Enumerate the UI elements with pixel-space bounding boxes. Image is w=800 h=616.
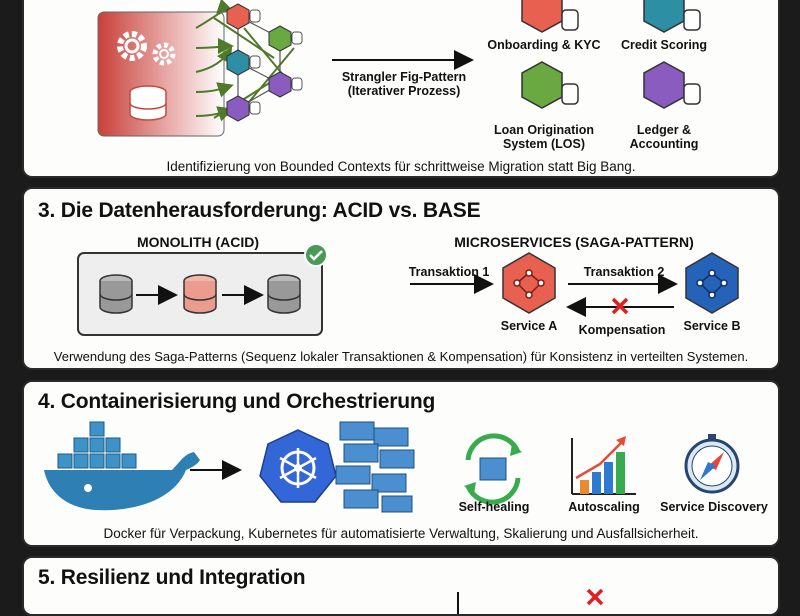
hex-green (268, 25, 292, 52)
db-gray-2-icon (267, 274, 301, 314)
container-stack-icon (335, 421, 415, 513)
compensation-x-icon (611, 297, 629, 315)
monolith-acid-label: MONOLITH (ACID) (136, 234, 260, 250)
check-icon (304, 243, 328, 267)
self-healing-label: Self-healing (458, 500, 530, 514)
service-credit-scoring: Credit Scoring (620, 38, 708, 52)
service-a-label: Service A (500, 319, 558, 333)
section3-caption: Verwendung des Saga-Patterns (Sequenz lo… (53, 349, 749, 364)
ledger-hex-icon (643, 61, 701, 109)
service-b-hex-icon (685, 252, 739, 314)
self-healing-icon (464, 433, 522, 505)
section4-caption: Docker für Verpackung, Kubernetes für au… (103, 526, 699, 541)
autoscaling-chart-icon (571, 436, 636, 495)
service-ledger-1: Ledger & (636, 123, 692, 137)
microservices-saga-label: MICROSERVICES (SAGA-PATTERN) (454, 234, 694, 250)
autoscaling-label: Autoscaling (568, 500, 640, 514)
service-a-hex-icon (502, 252, 556, 314)
onboarding-hex-icon (521, 0, 579, 33)
hex-teal (226, 49, 250, 76)
acid-base-diagram (77, 243, 739, 336)
hex-purple (268, 71, 292, 98)
transaction-2-label: Transaktion 2 (583, 265, 665, 279)
service-discovery-label: Service Discovery (660, 500, 768, 514)
transaction-1-label: Transaktion 1 (408, 265, 490, 279)
service-onboarding: Onboarding & KYC (487, 38, 601, 52)
db-red-icon (183, 274, 217, 314)
small-db-icons (249, 9, 303, 115)
compensation-label: Kompensation (578, 323, 666, 337)
db-gray-1-icon (99, 274, 133, 314)
failure-x-icon (586, 588, 604, 606)
section2-caption: Identifizierung von Bounded Contexts für… (166, 159, 636, 174)
section-resilience: 5. Resilienz und Integration (22, 556, 780, 616)
container-diagram (44, 421, 740, 513)
hex-purple-2 (226, 95, 250, 122)
strangler-label-2: (Iterativer Prozess) (347, 84, 461, 98)
gear-icon (117, 31, 176, 66)
service-discovery-compass-icon (684, 434, 740, 494)
loan-origination-hex-icon (521, 61, 579, 109)
resilience-partial-diagram (457, 588, 604, 614)
section-strangler-fig: Strangler Fig-Pattern (Iterativer Prozes… (22, 0, 780, 178)
strangler-label-1: Strangler Fig-Pattern (341, 70, 467, 84)
strangler-diagram (97, 0, 701, 137)
service-b-label: Service B (683, 319, 741, 333)
service-los-1: Loan Origination (494, 123, 594, 137)
service-los-2: System (LOS) (503, 137, 585, 151)
credit-scoring-hex-icon (643, 0, 701, 33)
section5-title: 5. Resilienz und Integration (38, 566, 306, 589)
hex-red (226, 3, 250, 30)
kubernetes-icon (259, 429, 337, 503)
docker-whale-icon (44, 421, 200, 511)
section-acid-base: 3. Die Datenherausforderung: ACID vs. BA… (22, 187, 780, 370)
database-icon (129, 85, 167, 121)
section-containers: 4. Containerisierung und Orchestrierung (22, 380, 780, 547)
section3-title: 3. Die Datenherausforderung: ACID vs. BA… (38, 199, 481, 222)
service-ledger-2: Accounting (629, 137, 699, 151)
section4-title: 4. Containerisierung und Orchestrierung (38, 390, 436, 413)
